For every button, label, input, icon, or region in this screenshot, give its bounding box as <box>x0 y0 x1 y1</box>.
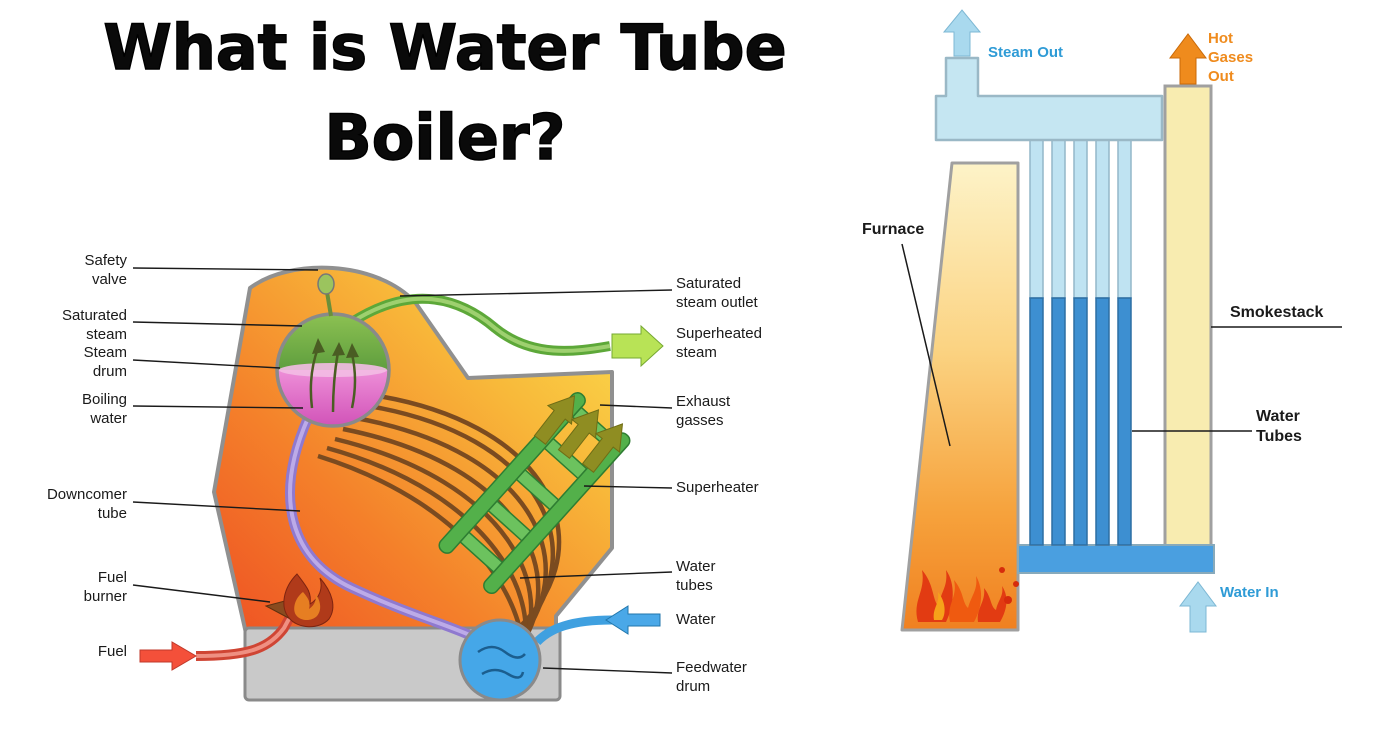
fuel-in-arrow <box>139 641 197 671</box>
safety-valve-shape <box>317 273 335 317</box>
label-steam-out: Steam Out <box>988 44 1064 61</box>
label-boiling-water: Boiling water <box>81 391 127 427</box>
downcomer-tube-shape <box>285 415 479 643</box>
feedwater-swirl <box>481 668 525 679</box>
smokestack-shape <box>1163 84 1213 548</box>
label-superheater: Superheater <box>676 479 759 496</box>
label-water-in: Water In <box>1220 584 1279 601</box>
label-safety-valve: Safety valve <box>84 252 127 288</box>
furnace-shape <box>900 161 1020 632</box>
water-in-arrow <box>605 605 661 635</box>
page-title: What is Water Tube Boiler? <box>30 11 860 175</box>
page-title-line1: What is Water Tube <box>103 11 788 84</box>
label-fuel: Fuel <box>97 643 127 660</box>
feedwater-drum-shape <box>458 618 542 702</box>
label-feedwater-drum: Feedwater drum <box>676 659 747 695</box>
label-exhaust-gasses: Exhaust gasses <box>676 393 731 429</box>
steam-out-arrow <box>942 9 982 57</box>
label-saturated-steam-outlet: Saturated steam outlet <box>676 275 758 311</box>
label-water-tubes: Water tubes <box>676 558 716 594</box>
burner-flame-inner <box>294 592 321 621</box>
exhaust-gas-arrows <box>533 395 624 474</box>
label-water-tubes: Water Tubes <box>1256 408 1302 445</box>
label-superheated-steam: Superheated steam <box>676 325 762 361</box>
steam-drum-shape <box>275 312 391 428</box>
label-smokestack: Smokestack <box>1230 304 1324 321</box>
cross-section-drawing <box>132 265 673 702</box>
label-water: Water <box>676 611 716 628</box>
fuel-pipe-shape <box>195 601 302 661</box>
label-furnace: Furnace <box>862 221 925 238</box>
water-inlet-pipe-shape <box>533 615 613 646</box>
watertube-boiler-cross-section: Safety valve Saturated steam Steam drum … <box>0 230 800 750</box>
page-title-line2: Boiler? <box>324 101 566 175</box>
flames-shape <box>916 567 1019 622</box>
schematic-water-tubes <box>1029 137 1132 546</box>
superheated-steam-arrow <box>611 324 664 368</box>
label-steam-drum: Steam drum <box>83 344 127 380</box>
label-saturated-steam: Saturated steam <box>61 307 127 343</box>
steam-outlet-pipe-shape <box>349 293 611 356</box>
feedwater-swirl <box>477 645 526 659</box>
leader-lines <box>901 243 1342 447</box>
hot-gases-out-arrow <box>1169 33 1207 85</box>
label-hot-gases-out: Hot Gases Out <box>1208 30 1254 85</box>
schematic-drawing <box>900 9 1342 633</box>
watertube-boiler-schematic: Steam Out Hot Gases Out Furnace Smokesta… <box>850 0 1400 750</box>
water-in-arrow <box>1179 581 1217 633</box>
water-manifold-shape <box>1017 544 1215 574</box>
label-fuel-burner: Fuel burner <box>83 569 127 605</box>
steam-header-shape <box>934 56 1164 142</box>
leader-lines <box>132 267 673 674</box>
label-downcomer-tube: Downcomer tube <box>46 486 127 522</box>
